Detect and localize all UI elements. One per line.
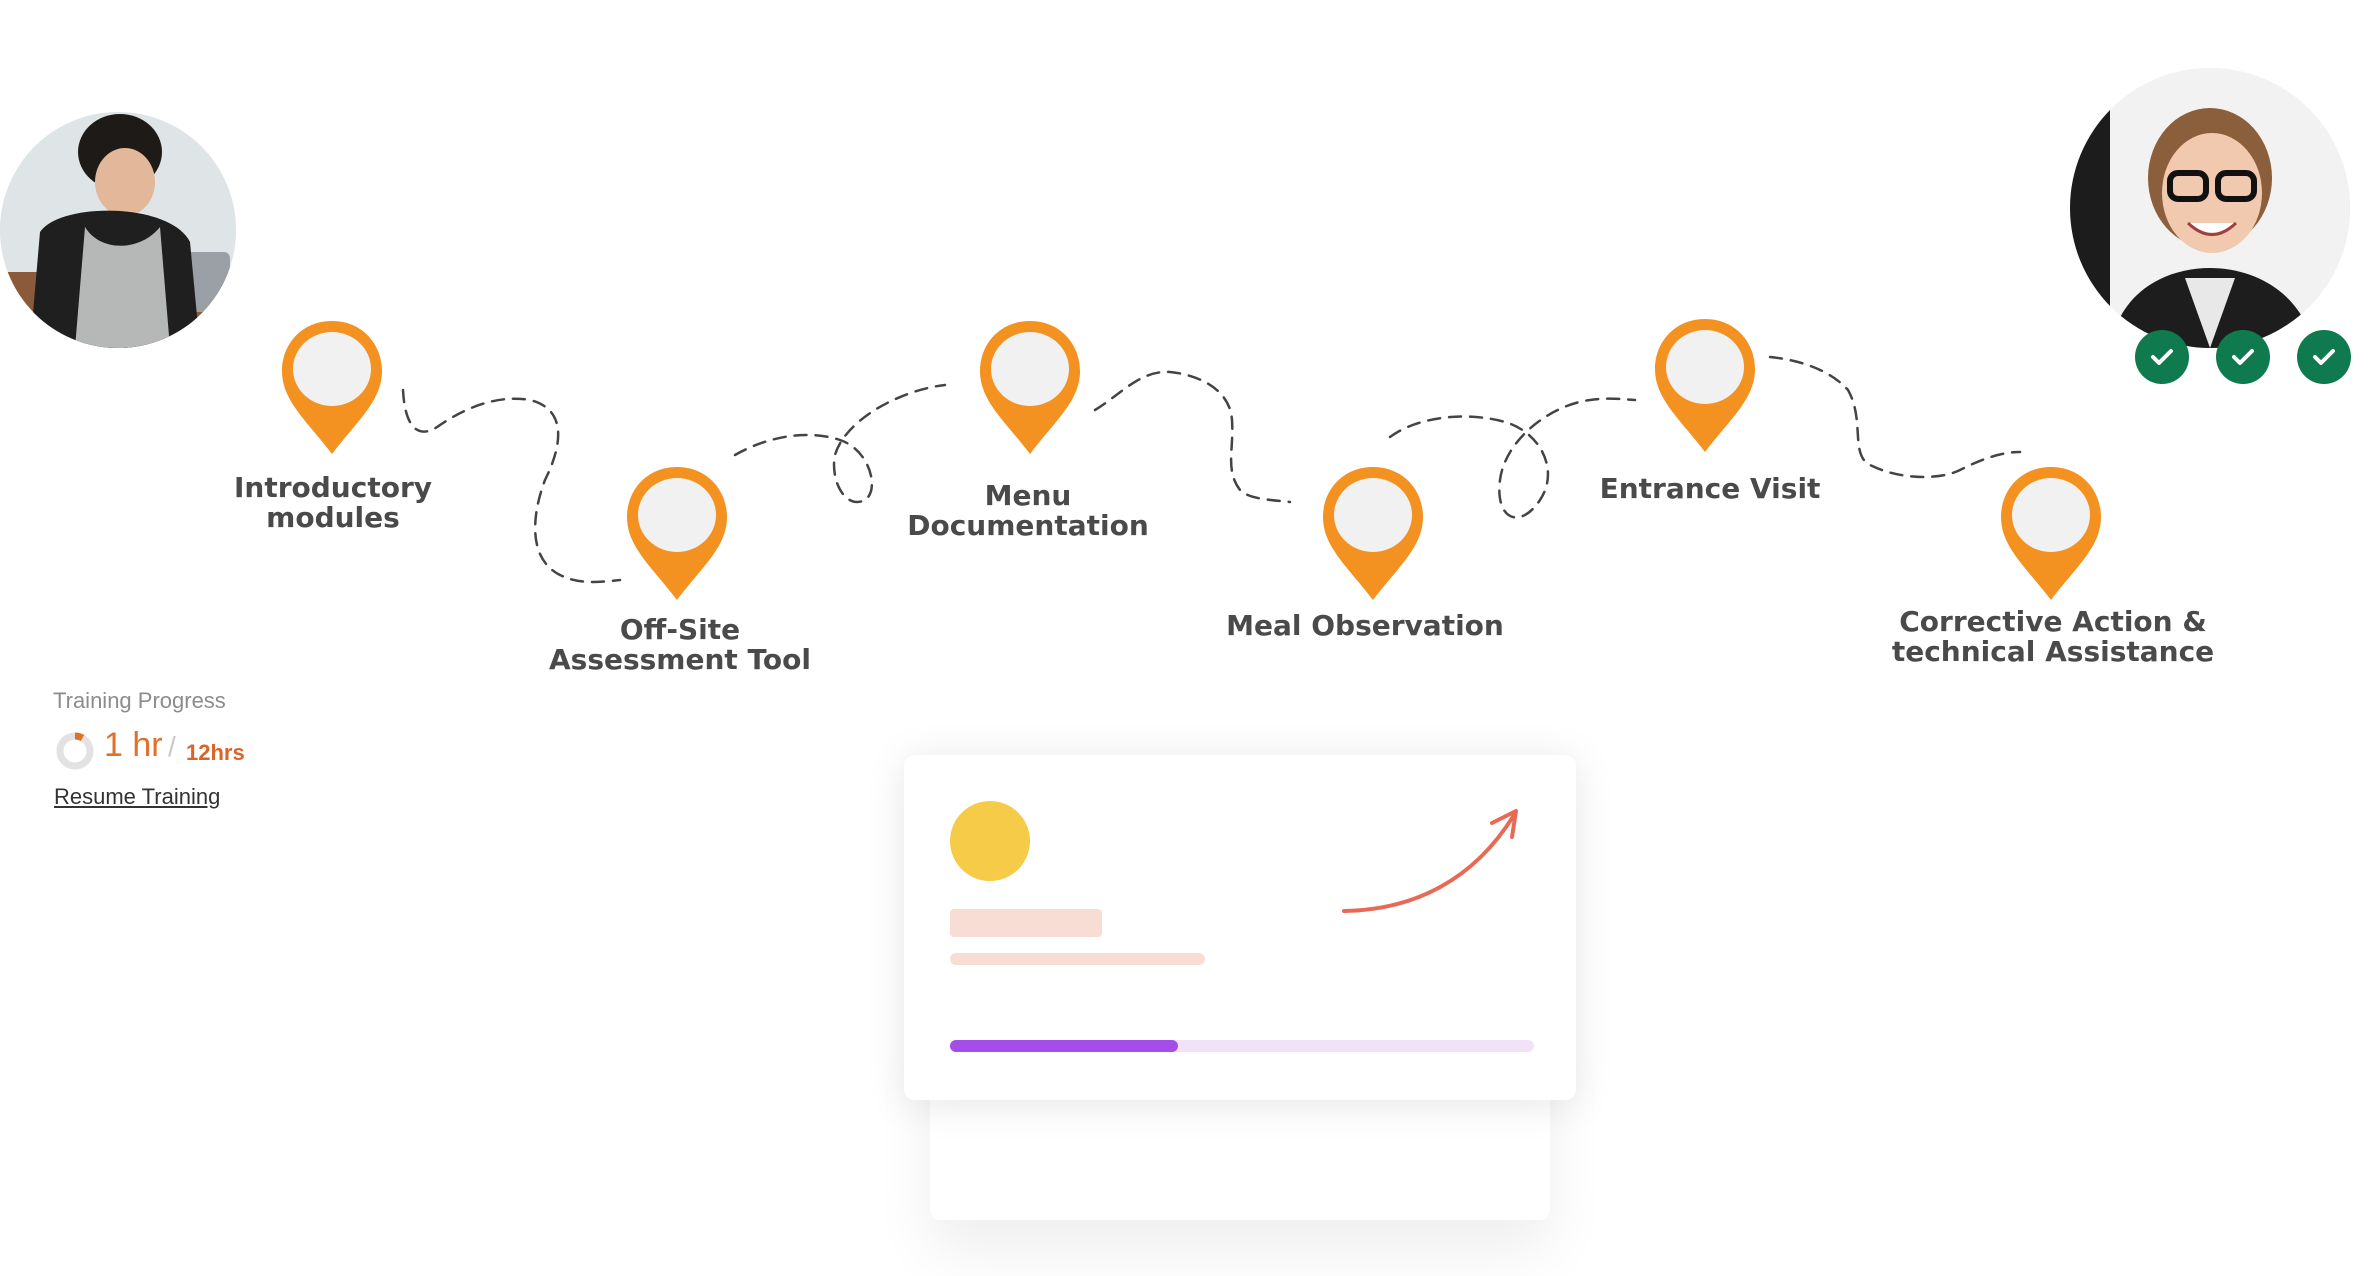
person-photo-icon (0, 112, 236, 348)
map-pin-icon[interactable] (975, 316, 1085, 456)
completed-check-3 (2297, 330, 2351, 384)
training-hours-total: 12hrs (186, 740, 245, 765)
milestone-label-line: Off-Site (619, 613, 741, 646)
map-pin-icon[interactable] (1996, 462, 2106, 602)
card-title-placeholder (950, 909, 1102, 937)
map-pin-icon[interactable] (1650, 314, 1760, 454)
training-hours-separator: / (168, 731, 176, 762)
inspector-avatar (2070, 68, 2350, 348)
milestone-label-line: Corrective Action & (1899, 605, 2207, 638)
milestone-label-line: Introductory (233, 471, 433, 504)
map-pin-icon[interactable] (1318, 462, 1428, 602)
map-pin-icon[interactable] (622, 462, 732, 602)
milestone-label-line: modules (266, 501, 400, 534)
trainee-avatar (0, 112, 236, 348)
card-subtitle-placeholder (950, 953, 1205, 965)
milestone-label: Menu Documentation (848, 481, 1208, 541)
person-photo-icon (2070, 68, 2350, 348)
training-progress-title: Training Progress (53, 688, 226, 713)
milestone-label-line: Assessment Tool (548, 643, 811, 676)
trend-arrow-icon (1342, 809, 1518, 913)
card-circle-icon (950, 801, 1030, 881)
completed-check-2 (2216, 330, 2270, 384)
check-icon (2151, 349, 2173, 365)
milestone-label-line: Documentation (907, 509, 1149, 542)
check-icon (2232, 349, 2254, 365)
card-progress-fill (950, 1040, 1178, 1052)
completed-check-1 (2135, 330, 2189, 384)
progress-ring-icon (56, 732, 94, 770)
milestone-label: Entrance Visit (1530, 474, 1890, 504)
resume-training-link[interactable]: Resume Training (54, 784, 221, 809)
milestone-label-line: Entrance Visit (1599, 472, 1821, 505)
map-pin-icon[interactable] (277, 316, 387, 456)
check-icon (2313, 349, 2335, 365)
milestone-label: Off-Site Assessment Tool (500, 615, 860, 675)
milestone-label-line: technical Assistance (1891, 635, 2215, 668)
milestone-label-line: Menu (984, 479, 1072, 512)
training-hours-completed: 1 hr (104, 726, 163, 764)
progress-card (904, 755, 1576, 1100)
card-progress-track (950, 1040, 1534, 1052)
milestone-label: Introductory modules (153, 473, 513, 533)
milestone-label-line: Meal Observation (1226, 609, 1504, 642)
milestone-label: Corrective Action & technical Assistance (1873, 607, 2233, 667)
milestone-label: Meal Observation (1185, 611, 1545, 641)
